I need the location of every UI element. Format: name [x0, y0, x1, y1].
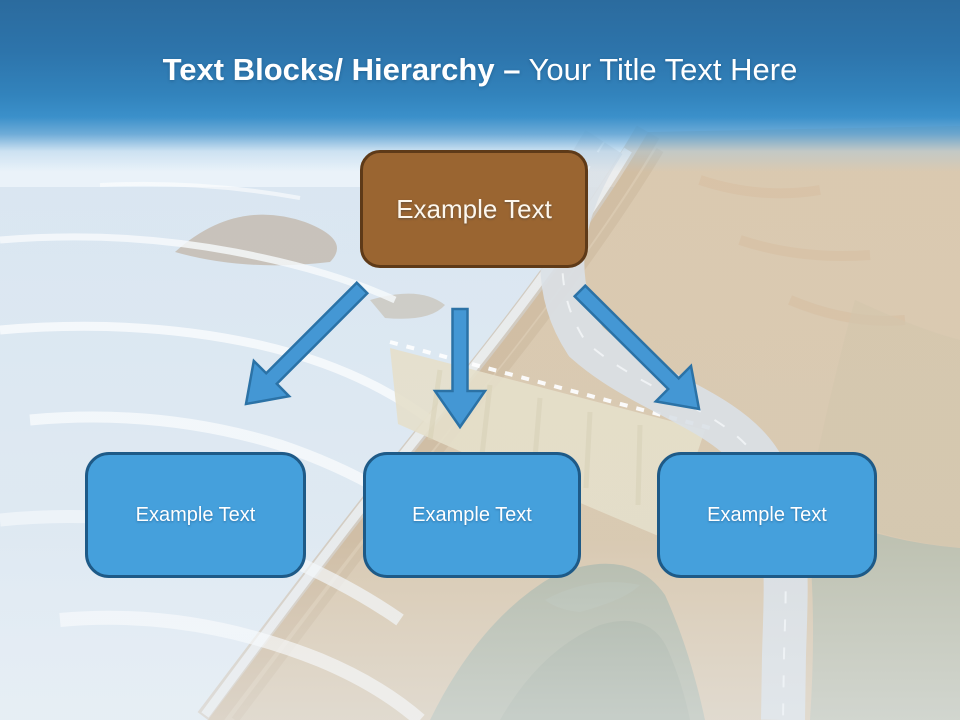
diagram-child-label-2: Example Text	[412, 503, 532, 526]
diagram-child-node-2[interactable]: Example Text	[363, 452, 581, 578]
diagram-child-node-1[interactable]: Example Text	[85, 452, 306, 578]
diagram-child-node-3[interactable]: Example Text	[657, 452, 877, 578]
arrow-down-icon[interactable]	[432, 307, 488, 430]
diagram-root-label: Example Text	[396, 193, 552, 224]
diagram-root-node[interactable]: Example Text	[360, 150, 588, 268]
arrow-down-left-icon[interactable]	[244, 280, 370, 406]
diagram-child-label-3: Example Text	[707, 503, 827, 526]
arrow-down-right-icon[interactable]	[572, 283, 701, 411]
diagram-child-label-1: Example Text	[135, 503, 256, 526]
